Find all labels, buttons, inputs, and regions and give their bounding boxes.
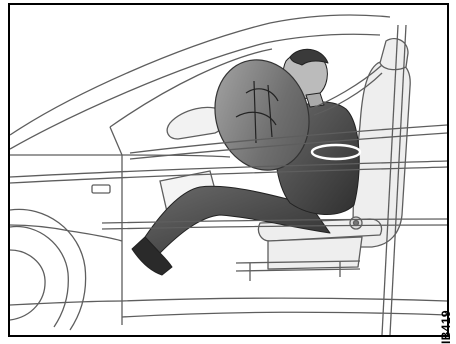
illustration-frame [8, 3, 449, 337]
figure-code: IB419 [439, 310, 453, 344]
door-handle [92, 185, 110, 193]
car-interior-illustration [10, 5, 447, 335]
